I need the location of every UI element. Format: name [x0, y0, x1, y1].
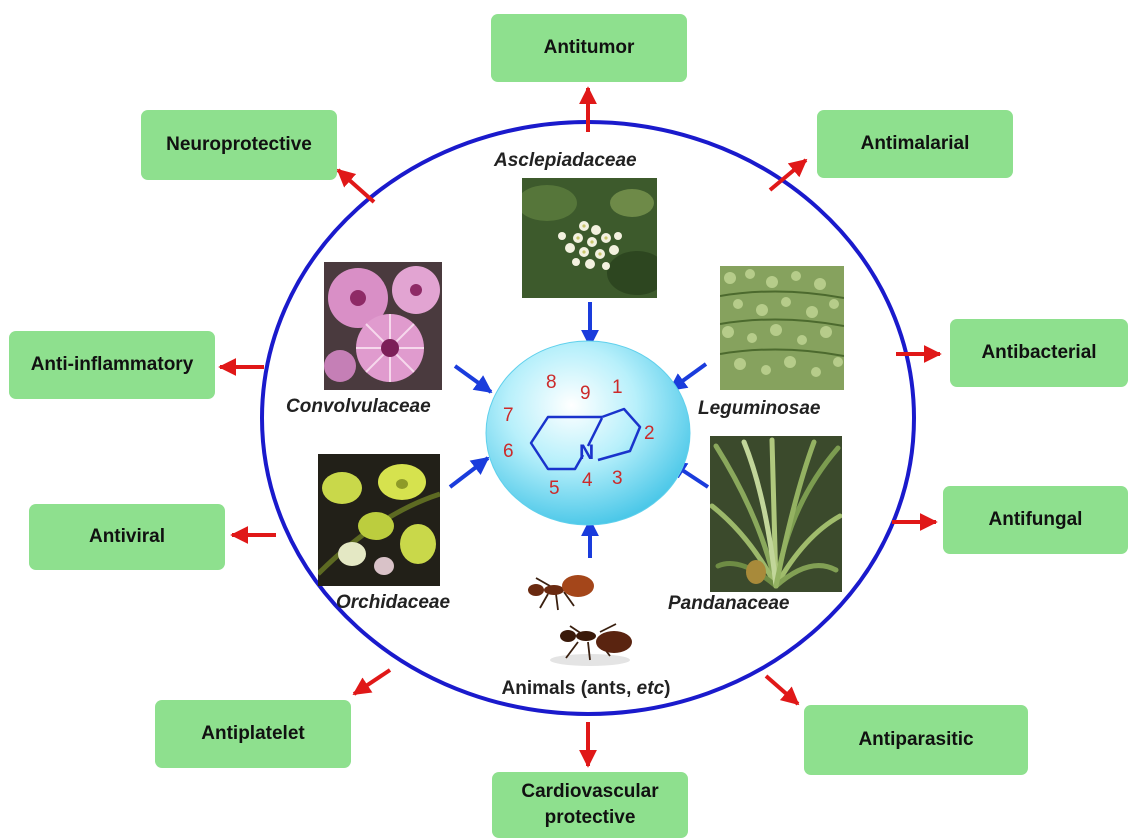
atom-number-9: 9	[580, 383, 591, 404]
five-membered-ring	[597, 407, 642, 462]
atom-number-4: 4	[582, 470, 593, 491]
atom-number-1: 1	[612, 377, 623, 398]
pink-flower-photo	[324, 262, 442, 390]
atom-number-2: 2	[644, 423, 655, 444]
arrow-antiplatelet	[352, 668, 392, 696]
indolizidine-structure	[529, 407, 642, 471]
atom-number-3: 3	[612, 468, 623, 489]
arrow-from-orchidaceae	[448, 456, 490, 489]
indolizidine-sphere	[485, 340, 691, 526]
white-flower-cluster-photo	[522, 178, 657, 298]
label-leguminosae: Leguminosae	[698, 398, 821, 419]
green-leaves-photo	[720, 266, 844, 390]
atom-number-8: 8	[546, 372, 557, 393]
green-orchid-photo	[318, 454, 440, 586]
pandanus-leaves-photo	[710, 436, 842, 592]
arrow-neuroprotective	[336, 168, 376, 204]
label-asclepiadaceae: Asclepiadaceae	[494, 150, 637, 171]
activity-antitumor: Antitumor	[491, 14, 687, 82]
activity-anti-inflammatory: Anti-inflammatory	[9, 331, 215, 399]
label-convolvulaceae: Convolvulaceae	[286, 396, 431, 417]
activity-antiparasitic: Antiparasitic	[804, 705, 1028, 775]
label-animals: Animals (ants, etc)	[501, 678, 671, 699]
nitrogen-atom: N	[579, 441, 595, 464]
atom-number-5: 5	[549, 478, 560, 499]
arrow-antimalarial	[768, 158, 808, 192]
ant-top	[528, 575, 594, 597]
label-pandanaceae: Pandanaceae	[668, 593, 790, 614]
atom-number-6: 6	[503, 441, 514, 462]
activity-antimalarial: Antimalarial	[817, 110, 1013, 178]
arrow-antiparasitic	[764, 674, 800, 706]
ant-bottom	[560, 630, 632, 653]
six-membered-ring	[529, 415, 585, 471]
activity-antibacterial: Antibacterial	[950, 319, 1128, 387]
outer-arrows	[218, 86, 942, 768]
activity-antiviral: Antiviral	[29, 504, 225, 570]
activity-antifungal: Antifungal	[943, 486, 1128, 554]
activity-neuroprotective: Neuroprotective	[141, 110, 337, 180]
ants-photo	[520, 560, 656, 678]
activity-antiplatelet: Antiplatelet	[155, 700, 351, 768]
atom-number-7: 7	[503, 405, 514, 426]
arrow-from-convolvulaceae	[453, 364, 493, 394]
n-c9-bond	[586, 417, 604, 447]
label-orchidaceae: Orchidaceae	[336, 592, 451, 613]
activity-cardiovascular: Cardiovascular protective	[492, 772, 688, 838]
